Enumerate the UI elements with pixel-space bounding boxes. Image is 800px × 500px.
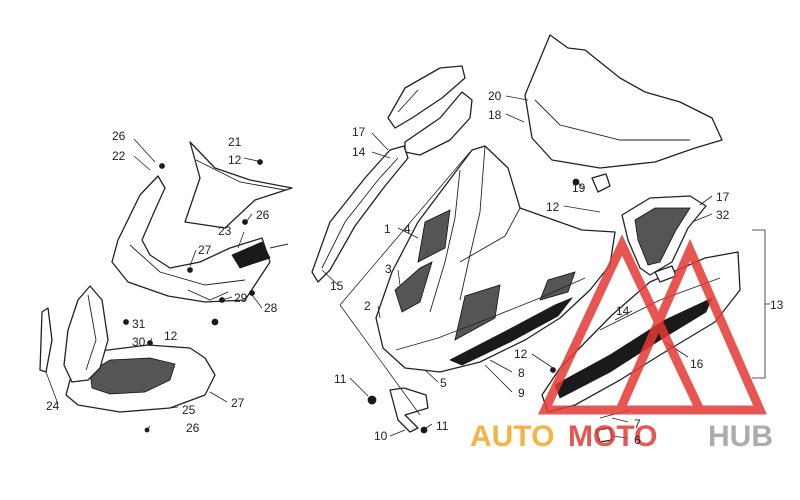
left-bezel <box>111 175 271 303</box>
callout-12: 12 <box>164 329 178 343</box>
windshield-clip <box>572 173 611 193</box>
upper-side-strip <box>404 91 473 156</box>
callout-13: 13 <box>770 298 784 312</box>
callout-9: 9 <box>518 386 525 400</box>
callout-28: 28 <box>264 301 278 315</box>
callout-14: 14 <box>616 304 630 318</box>
callout-24: 24 <box>46 399 60 413</box>
callout-26: 26 <box>186 421 200 435</box>
callout-32: 32 <box>716 208 730 222</box>
callout-20: 20 <box>488 89 502 103</box>
callout-3: 3 <box>385 262 392 276</box>
callout-4: 4 <box>404 222 411 236</box>
center-hardware <box>367 265 677 443</box>
callout-16: 16 <box>690 357 704 371</box>
watermark-logo: AUTO MOTO HUB <box>470 234 773 453</box>
callout-12: 12 <box>228 153 242 167</box>
callout-6: 6 <box>634 433 641 447</box>
callout-26: 26 <box>256 208 270 222</box>
watermark-auto: AUTO <box>470 420 554 453</box>
right-vent-grille <box>621 195 707 276</box>
callout-7: 7 <box>634 417 641 431</box>
long-trim-strip <box>311 145 409 283</box>
left-side-panel <box>63 285 109 383</box>
callout-12: 12 <box>546 200 560 214</box>
watermark-moto: MOTO <box>568 420 657 453</box>
callout-21: 21 <box>228 135 242 149</box>
callout-2: 2 <box>364 299 371 313</box>
callout-14: 14 <box>352 145 366 159</box>
left-trim-strip <box>39 307 53 373</box>
callout-27: 27 <box>198 243 212 257</box>
callout-8: 8 <box>518 366 525 380</box>
callout-23: 23 <box>218 224 232 238</box>
top-vent-cap <box>387 65 466 129</box>
callout-1: 1 <box>384 222 391 236</box>
lower-nose-pan <box>65 344 216 413</box>
callout-27: 27 <box>231 396 245 410</box>
upper-hood-panel <box>184 141 293 229</box>
callout-labels: 26 22 21 12 26 23 27 29 28 31 12 30 24 2… <box>46 89 784 447</box>
callout-15: 15 <box>330 279 344 293</box>
callout-12: 12 <box>514 347 528 361</box>
watermark-hub: HUB <box>708 420 773 453</box>
callout-10: 10 <box>374 429 388 443</box>
callout-19: 19 <box>572 181 586 195</box>
callout-31: 31 <box>132 317 146 331</box>
right-side-panel <box>541 251 741 413</box>
callout-17: 17 <box>716 190 730 204</box>
callout-22: 22 <box>112 149 126 163</box>
callout-5: 5 <box>440 376 447 390</box>
callout-11: 11 <box>334 372 347 386</box>
callout-26: 26 <box>112 129 126 143</box>
main-hood <box>375 145 616 373</box>
callout-29: 29 <box>234 291 248 305</box>
callout-17: 17 <box>352 125 366 139</box>
callout-18: 18 <box>488 108 502 122</box>
callout-11: 11 <box>436 419 449 433</box>
callout-30: 30 <box>132 335 146 349</box>
callout-25: 25 <box>182 403 196 417</box>
windshield <box>524 34 723 169</box>
watermark-triangle-icon <box>613 238 767 415</box>
leader-lines <box>45 95 770 439</box>
